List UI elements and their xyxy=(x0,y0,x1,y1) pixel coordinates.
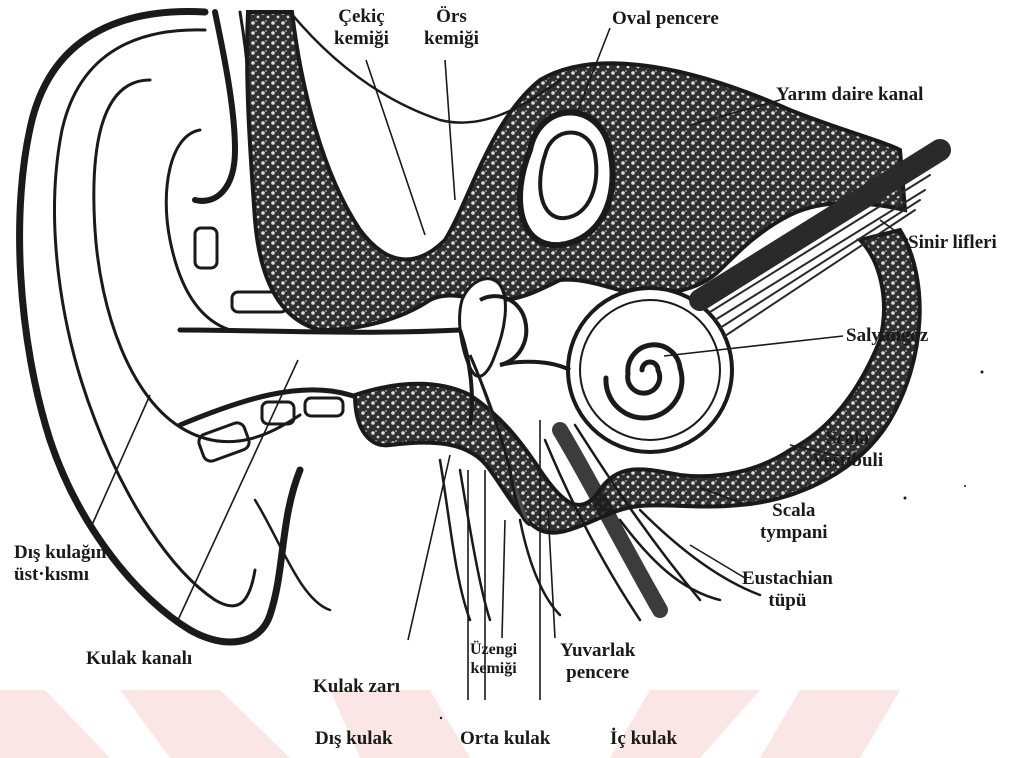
label-cekic-line1: Çekiç xyxy=(334,6,389,28)
region-orta-kulak: Orta kulak xyxy=(460,728,550,750)
label-tympani-line2: tympani xyxy=(760,522,828,544)
label-kulak-zari: Kulak zarı xyxy=(313,676,400,698)
label-scala-tympani: Scala tympani xyxy=(760,500,828,544)
label-eustachian-line1: Eustachian xyxy=(742,568,833,590)
label-salyangoz: Salyangoz xyxy=(846,325,928,347)
label-yarim-daire-kanal: Yarım daire kanal xyxy=(776,84,923,106)
label-yuvarlak-line2: pencere xyxy=(560,662,635,684)
label-uzengi-line2: kemiği xyxy=(470,659,517,678)
label-yuvarlak-pencere: Yuvarlak pencere xyxy=(560,640,635,684)
label-scala-vestibuli: Scala Vestibuli xyxy=(812,428,883,472)
label-vestibuli-line2: Vestibuli xyxy=(812,450,883,472)
label-eustachian-tupu: Eustachian tüpü xyxy=(742,568,833,612)
label-ors-kemigi: Örs kemiği xyxy=(424,6,479,50)
label-kulak-kanali: Kulak kanalı xyxy=(86,648,192,670)
semicircular-canal xyxy=(520,113,613,246)
label-dis-ust-line1: Dış kulağın xyxy=(14,542,106,564)
label-ors-line1: Örs xyxy=(424,6,479,28)
label-yuvarlak-line1: Yuvarlak xyxy=(560,640,635,662)
label-oval-pencere: Oval pencere xyxy=(612,8,719,30)
label-uzengi-line1: Üzengi xyxy=(470,640,517,659)
label-vestibuli-line1: Scala xyxy=(812,428,883,450)
label-ors-line2: kemiği xyxy=(424,28,479,50)
label-cekic-line2: kemiği xyxy=(334,28,389,50)
label-eustachian-line2: tüpü xyxy=(742,590,833,612)
label-dis-ust-line2: üst·kısmı xyxy=(14,564,106,586)
label-dis-kulagin-ust-kismi: Dış kulağın üst·kısmı xyxy=(14,542,106,586)
watermark xyxy=(0,690,900,758)
region-ic-kulak: İç kulak xyxy=(610,728,677,750)
label-tympani-line1: Scala xyxy=(760,500,828,522)
region-dis-kulak: Dış kulak xyxy=(315,728,393,750)
label-cekic-kemigi: Çekiç kemiği xyxy=(334,6,389,50)
label-sinir-lifleri: Sinir lifleri xyxy=(908,232,997,254)
cochlea xyxy=(568,288,732,452)
label-uzengi-kemigi: Üzengi kemiği xyxy=(470,640,517,678)
